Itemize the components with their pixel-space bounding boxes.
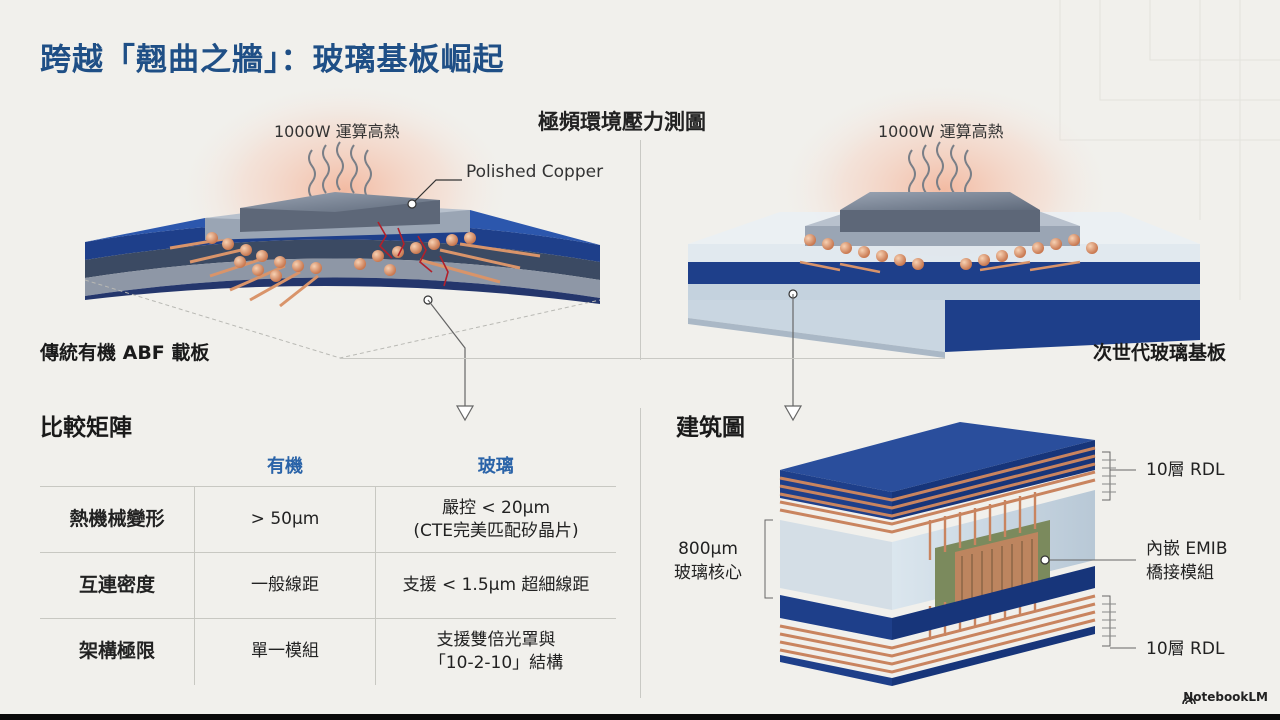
- notebooklm-logo-icon: [1182, 697, 1196, 705]
- glass-cell-line1: 嚴控 < 20μm: [441, 497, 551, 518]
- header-organic: 有機: [267, 456, 303, 477]
- left-heat-waves: [308, 141, 372, 199]
- table-row: 架構極限 單一模組 支援雙倍光罩與「10-2-10」結構: [40, 618, 616, 685]
- horizontal-divider-right: [640, 358, 945, 359]
- horizontal-divider-left: [340, 358, 640, 359]
- emib-label-line1: 內嵌 EMIB: [1146, 539, 1228, 559]
- architecture-brackets: [764, 451, 1136, 649]
- row-label: 架構極限: [40, 618, 195, 685]
- row-label: 互連密度: [40, 552, 195, 619]
- glass-cell-line1: 支援 < 1.5μm 超細線距: [402, 575, 590, 595]
- glass-cell-line1: 支援雙倍光罩與: [436, 629, 556, 650]
- header-glass: 玻璃: [477, 456, 514, 477]
- comparison-title: 比較矩陣: [40, 415, 132, 441]
- comparison-header-row: 有機 玻璃: [40, 444, 616, 487]
- organic-cell: 一般線距: [194, 552, 376, 619]
- top-rdl-label: 10層 RDL: [1146, 460, 1225, 480]
- row-label: 熱機械變形: [40, 486, 195, 553]
- brand-label: NotebookLM: [1183, 690, 1268, 704]
- abf-leader-line: [427, 299, 466, 408]
- header-empty: [40, 444, 195, 487]
- abf-substrate-caption: 傳統有機 ABF 載板: [40, 342, 210, 364]
- left-heat-label: 1000W 運算高熱: [274, 122, 400, 141]
- architecture-title: 建筑圖: [676, 415, 745, 441]
- abf-substrate-diagram: [84, 192, 601, 359]
- polished-copper-leader: [411, 179, 462, 205]
- right-heat-label: 1000W 運算高熱: [878, 122, 1004, 141]
- glass-substrate-diagram: [688, 192, 1200, 358]
- polished-copper-dot: [407, 199, 417, 209]
- glass-cell-line2: (CTE完美匹配矽晶片): [413, 520, 579, 541]
- glass-core-thickness: 800μm: [678, 539, 738, 559]
- polished-copper-label: Polished Copper: [466, 162, 604, 182]
- table-row: 互連密度 一般線距 支援 < 1.5μm 超細線距: [40, 552, 616, 619]
- vertical-divider-top: [640, 140, 641, 360]
- organic-cell: 單一模組: [194, 618, 376, 685]
- glass-cell: 支援雙倍光罩與「10-2-10」結構: [375, 618, 616, 685]
- architecture-diagram: [779, 422, 1096, 686]
- glass-cell: 嚴控 < 20μm(CTE完美匹配矽晶片): [375, 486, 616, 553]
- glass-cell: 支援 < 1.5μm 超細線距: [375, 552, 616, 619]
- vertical-divider-bottom: [640, 408, 641, 698]
- comparison-table: 有機 玻璃 熱機械變形 > 50μm 嚴控 < 20μm(CTE完美匹配矽晶片)…: [40, 444, 616, 685]
- stress-test-title: 極頻環境壓力測圖: [538, 110, 706, 134]
- glass-core-label: 800μm 玻璃核心: [674, 537, 742, 585]
- slide-title: 跨越「翹曲之牆」：玻璃基板崛起: [40, 42, 505, 78]
- right-heat-waves: [908, 141, 972, 199]
- abf-leader-arrow: [455, 405, 475, 422]
- glass-substrate-caption: 次世代玻璃基板: [1093, 342, 1227, 364]
- organic-cell: > 50μm: [194, 486, 376, 553]
- glass-cell-line2: 「10-2-10」結構: [428, 652, 564, 673]
- bottom-rdl-label: 10層 RDL: [1146, 639, 1225, 659]
- table-row: 熱機械變形 > 50μm 嚴控 < 20μm(CTE完美匹配矽晶片): [40, 486, 616, 553]
- emib-label-line2: 橋接模組: [1146, 563, 1214, 583]
- glass-core-name: 玻璃核心: [674, 563, 742, 583]
- glass-leader-arrow: [783, 405, 803, 422]
- emib-label: 內嵌 EMIB 橋接模組: [1146, 537, 1228, 585]
- emib-leader-dot: [1040, 555, 1050, 565]
